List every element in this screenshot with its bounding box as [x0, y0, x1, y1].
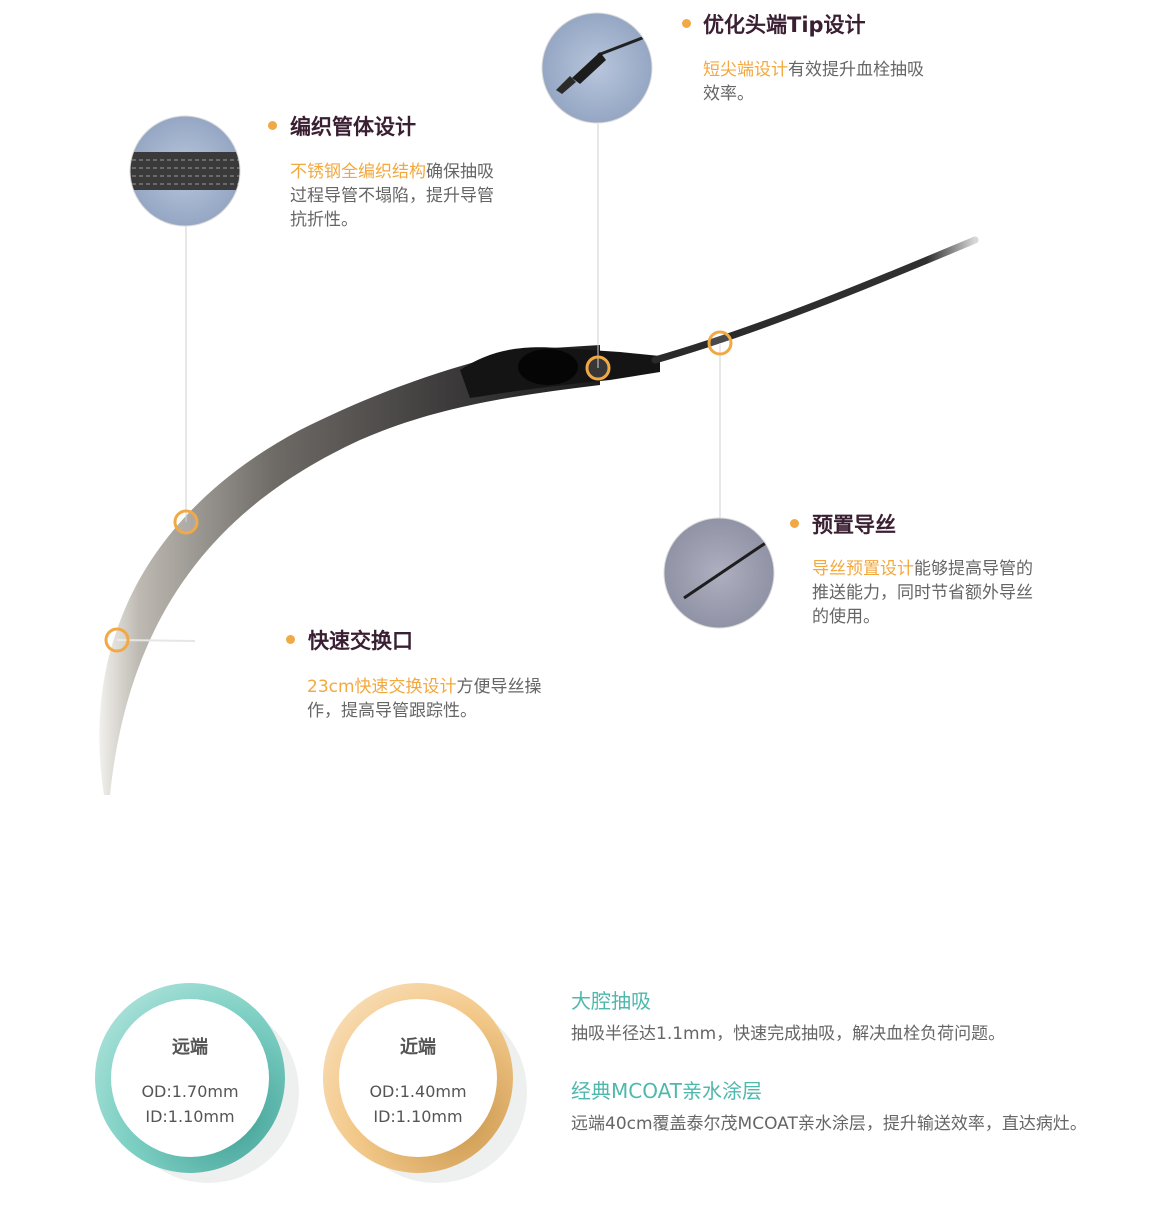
spec-title-proximal: 近端 [400, 1037, 436, 1058]
bullet-dot [682, 19, 691, 28]
bullet-dot [790, 519, 799, 528]
feature-desc-braid: 不锈钢全编织结构确保抽吸过程导管不塌陷，提升导管抗折性。 [290, 160, 495, 232]
feature-text-guidewire: 能够提高导管的推送能力，同时节省额外导丝的使用。 [812, 559, 1033, 627]
feature-desc-exchange: 23cm快速交换设计方便导丝操作，提高导管跟踪性。 [307, 675, 547, 723]
spec-id-proximal: ID:1.10mm [373, 1107, 463, 1126]
feature-highlight-tip: 短尖端设计 [703, 60, 788, 80]
spec-ring-proximal: 近端 OD:1.40mm ID:1.10mm [323, 983, 513, 1173]
marker-exchange [104, 627, 130, 653]
marker-guidewire [707, 330, 733, 356]
catheter-illustration [99, 12, 979, 795]
benefit-title-lumen: 大腔抽吸 [571, 989, 651, 1013]
bullet-dot [268, 121, 277, 130]
feature-desc-tip: 短尖端设计有效提升血栓抽吸效率。 [703, 58, 933, 106]
marker-braid [173, 509, 199, 535]
feature-title-exchange: 快速交换口 [308, 629, 413, 653]
spec-id-distal: ID:1.10mm [145, 1107, 235, 1126]
guidewire-thumbnail [664, 518, 774, 628]
benefit-text-coating: 远端40cm覆盖泰尔茂MCOAT亲水涂层，提升输送效率，直达病灶。 [571, 1114, 1087, 1134]
feature-highlight-exchange: 23cm快速交换设计 [307, 677, 457, 697]
spec-od-distal: OD:1.70mm [141, 1082, 239, 1101]
braid-thumbnail [130, 116, 240, 226]
marker-tip [585, 355, 611, 381]
catheter-tube [99, 345, 601, 795]
feature-highlight-braid: 不锈钢全编织结构 [290, 162, 426, 182]
feature-text-tip: 有效提升血栓抽吸效率。 [703, 60, 924, 104]
bullet-dot [286, 635, 295, 644]
feature-text-braid: 确保抽吸过程导管不塌陷，提升导管抗折性。 [290, 162, 494, 230]
guide-wire [651, 236, 979, 364]
feature-highlight-guidewire: 导丝预置设计 [812, 559, 914, 579]
feature-text-exchange: 方便导丝操作，提高导管跟踪性。 [307, 677, 542, 721]
benefit-text-lumen: 抽吸半径达1.1mm，快速完成抽吸，解决血栓负荷问题。 [571, 1024, 1006, 1044]
tip-thumbnail [542, 13, 652, 123]
spec-title-distal: 远端 [172, 1037, 208, 1058]
feature-title-guidewire: 预置导丝 [812, 513, 896, 537]
feature-desc-guidewire: 导丝预置设计能够提高导管的推送能力，同时节省额外导丝的使用。 [812, 557, 1037, 629]
benefit-title-coating: 经典MCOAT亲水涂层 [571, 1079, 762, 1103]
spec-od-proximal: OD:1.40mm [369, 1082, 467, 1101]
feature-title-braid: 编织管体设计 [290, 115, 416, 139]
feature-title-tip: 优化头端Tip设计 [703, 13, 866, 37]
spec-ring-distal: 远端 OD:1.70mm ID:1.10mm [95, 983, 285, 1173]
